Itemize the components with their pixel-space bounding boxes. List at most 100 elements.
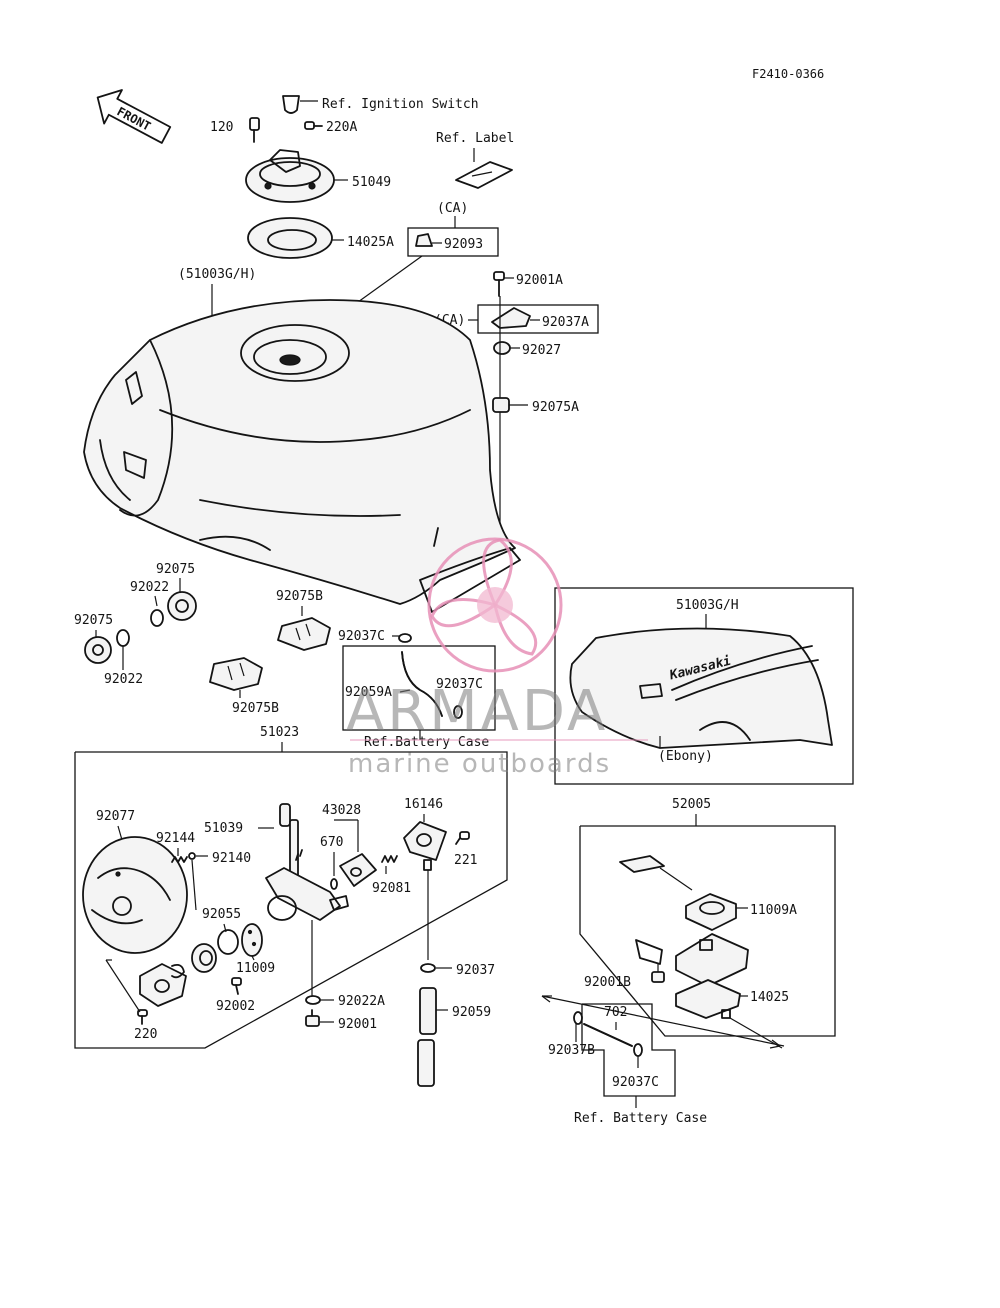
fuel-tap-51039	[265, 803, 349, 921]
front-arrow-icon: FRONT	[96, 89, 172, 144]
label-92093: 92093	[444, 237, 483, 252]
label-92075-b: 92075	[74, 613, 113, 628]
grommet-92093-icon	[415, 233, 433, 247]
label-92022A: 92022A	[338, 994, 385, 1009]
label-92075B-b: 92075B	[232, 701, 279, 716]
label-ref-battery-case-b: Ref. Battery Case	[574, 1111, 707, 1126]
screw-220A-icon	[304, 121, 323, 130]
damper-92075A-icon	[492, 397, 510, 413]
label-92001A: 92001A	[516, 273, 563, 288]
label-92077: 92077	[96, 809, 135, 824]
label-670: 670	[320, 835, 343, 850]
bolt-92001B-icon	[651, 971, 665, 983]
gasket-11009-icon	[241, 923, 263, 957]
washer-92022-a-icon	[150, 609, 164, 627]
label-11009: 11009	[236, 961, 275, 976]
label-92081: 92081	[372, 881, 411, 896]
screw-221-icon	[455, 831, 470, 845]
pocket-lid-icon	[619, 855, 693, 891]
label-51039: 51039	[204, 821, 243, 836]
label-92037C-a: 92037C	[338, 629, 385, 644]
clamp-92037B-icon	[573, 1011, 583, 1025]
label-92002: 92002	[216, 999, 255, 1014]
collar-92027-icon	[493, 341, 511, 355]
label-220A: 220A	[326, 120, 357, 135]
bolt-92001-icon	[305, 1009, 320, 1027]
lever-plate-43028	[339, 853, 377, 887]
label-92001B: 92001B	[584, 975, 631, 990]
label-92037: 92037	[456, 963, 495, 978]
label-92037C-c: 92037C	[612, 1075, 659, 1090]
label-92075-a: 92075	[156, 562, 195, 577]
watermark-logo-icon	[427, 537, 563, 673]
label-220: 220	[134, 1027, 157, 1042]
label-92059: 92059	[452, 1005, 491, 1020]
oring-670-icon	[330, 878, 338, 890]
damper-92075-b-icon	[84, 636, 112, 664]
clamp-92037C-a-icon	[398, 633, 412, 643]
rubber-14025-icon	[675, 979, 741, 1019]
label-92075A: 92075A	[532, 400, 579, 415]
ball-92140-icon	[188, 852, 196, 860]
screw-92002-icon	[231, 977, 242, 995]
label-ref-battery-case-a: Ref.Battery Case	[364, 735, 489, 750]
label-51003GH-ebony: 51003G/H	[676, 598, 739, 613]
filler-cap-51049	[245, 149, 335, 203]
label-ref-label: Ref. Label	[436, 131, 514, 146]
bolt-92001A-icon	[493, 271, 505, 297]
watermark-brand: ARMADA	[346, 679, 608, 744]
label-92037C-b: 92037C	[436, 677, 483, 692]
clamp-92037-icon	[420, 963, 436, 973]
damper-92075B-b-icon	[209, 657, 263, 691]
fuel-tank-51003GH	[83, 299, 521, 613]
clamp-92037C-c-icon	[633, 1043, 643, 1057]
damper-92075-a-icon	[167, 591, 197, 621]
label-92144: 92144	[156, 831, 195, 846]
clamp-92037C-b-icon	[453, 705, 463, 719]
screw-120-icon	[249, 117, 260, 143]
label-92037B: 92037B	[548, 1043, 595, 1058]
label-14025: 14025	[750, 990, 789, 1005]
label-ebony: (Ebony)	[658, 749, 713, 764]
gasket-11009A-icon	[685, 893, 737, 931]
filter-housing-icon	[191, 943, 217, 973]
screw-220-icon	[137, 1009, 148, 1025]
label-92075B-a: 92075B	[276, 589, 323, 604]
drain-hose-702	[583, 1023, 633, 1047]
spring-92081-icon	[381, 855, 398, 863]
spring-92144-icon	[171, 856, 188, 863]
label-11009A: 11009A	[750, 903, 797, 918]
label-92059A: 92059A	[345, 685, 392, 700]
label-52005: 52005	[672, 797, 711, 812]
label-ref-ignition-switch: Ref. Ignition Switch	[322, 97, 479, 112]
label-51023: 51023	[260, 725, 299, 740]
cap-ring-14025A	[247, 217, 333, 259]
washer-92022-b-icon	[116, 629, 130, 647]
tap-cover-92077	[82, 836, 188, 954]
label-ca-top: (CA)	[437, 201, 468, 216]
ignition-key-cylinder	[282, 95, 300, 114]
label-92022-b: 92022	[104, 672, 143, 687]
strainer-92055-icon	[217, 929, 239, 955]
label-51003GH-main: (51003G/H)	[178, 267, 256, 282]
label-92140: 92140	[212, 851, 251, 866]
label-221: 221	[454, 853, 477, 868]
plate-220-icon	[139, 963, 187, 1007]
washer-92022A-icon	[305, 995, 321, 1005]
bracket-92037A-icon	[491, 307, 531, 329]
label-92037A: 92037A	[542, 315, 589, 330]
label-sticker-icon	[455, 161, 513, 189]
label-92022-a: 92022	[130, 580, 169, 595]
label-120: 120	[210, 120, 233, 135]
drawing-number: F2410-0366	[752, 67, 824, 81]
label-14025A: 14025A	[347, 235, 394, 250]
pocket-base-icon	[635, 933, 749, 987]
label-43028: 43028	[322, 803, 361, 818]
label-92027: 92027	[522, 343, 561, 358]
fuel-tank-ebony: Kawasaki	[569, 627, 833, 749]
breather-hose-92059A	[401, 651, 443, 717]
fuel-hose-92059	[417, 987, 437, 1087]
valve-body-16146	[403, 821, 447, 871]
